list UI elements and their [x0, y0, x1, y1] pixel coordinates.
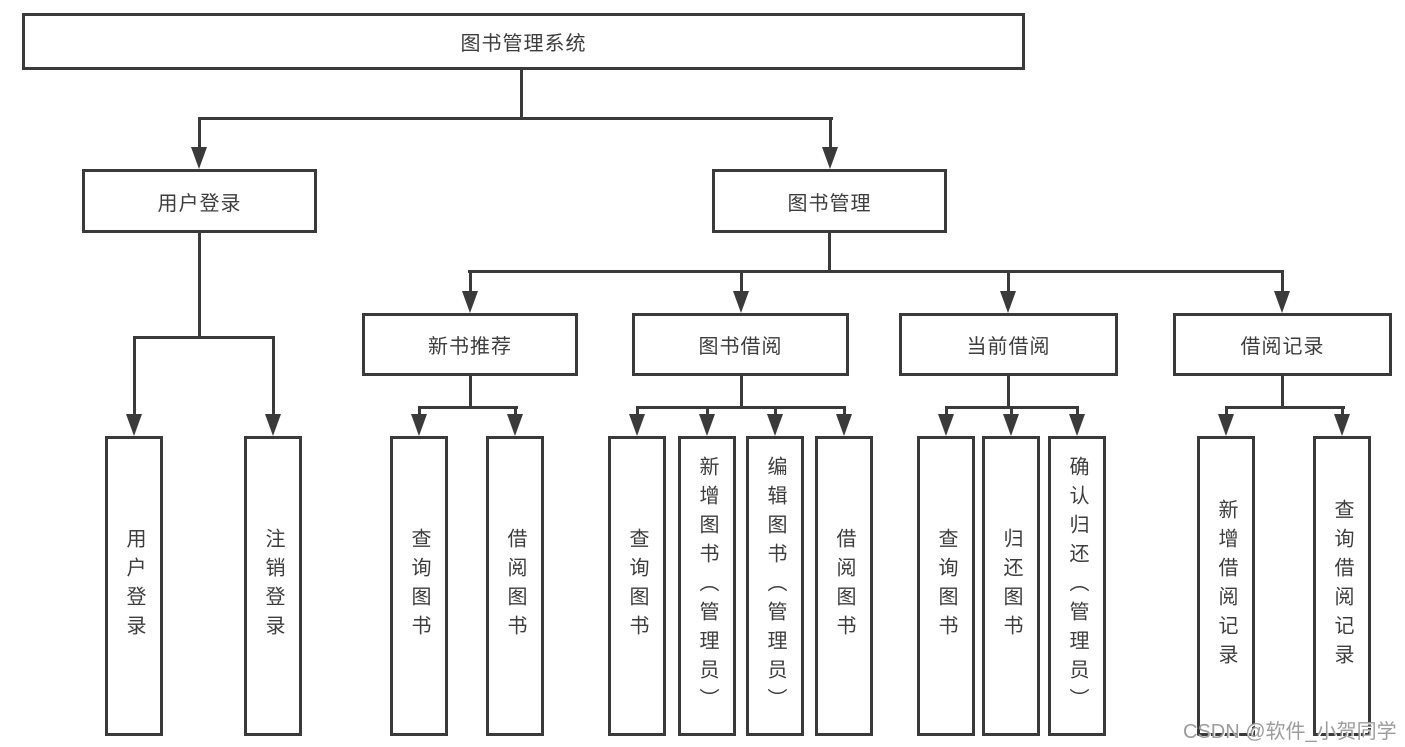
leaf-newbook-search-books: 查询图书 [390, 436, 448, 736]
node-label: 图书管理系统 [460, 33, 587, 55]
connector-currentborrow-drop-3 [1076, 406, 1079, 416]
arrow-down-icon [733, 291, 749, 313]
connector-newbook-drop-1 [418, 406, 421, 416]
leaf-label: 注销登录 [262, 528, 284, 644]
leaf-label: 新增图书（管理员） [696, 455, 718, 717]
arrow-down-icon [1069, 414, 1085, 436]
node-root: 图书管理系统 [22, 13, 1025, 70]
connector-bookmgmt-split [468, 270, 1284, 273]
leaf-borrow-edit-books-admin: 编辑图书（管理员） [746, 436, 804, 736]
connector-bookborrow-stem [740, 376, 743, 409]
leaf-current-return-books: 归还图书 [982, 436, 1040, 736]
connector-bookmgmt-drop-3 [1007, 270, 1010, 293]
leaf-records-add-record: 新增借阅记录 [1197, 436, 1255, 736]
arrow-down-icon [1003, 414, 1019, 436]
connector-bookborrow-drop-4 [843, 406, 846, 416]
node-label: 借阅记录 [1240, 336, 1325, 358]
connector-bookborrow-split [636, 406, 846, 409]
connector-currentborrow-drop-2 [1010, 406, 1013, 416]
leaf-label: 查询借阅记录 [1331, 499, 1353, 673]
arrow-down-icon [1274, 291, 1290, 313]
arrow-down-icon [629, 414, 645, 436]
connector-userlogin-split [133, 336, 275, 339]
connector-borrowrecord-drop-2 [1341, 406, 1344, 416]
arrow-down-icon [767, 414, 783, 436]
node-book-management: 图书管理 [712, 169, 947, 233]
connector-bookmgmt-drop-1 [469, 270, 472, 293]
node-current-borrow: 当前借阅 [899, 313, 1118, 376]
connector-bookmgmt-drop-4 [1281, 270, 1284, 293]
leaf-user-login: 用户登录 [105, 436, 163, 736]
arrow-down-icon [1000, 291, 1016, 313]
node-label: 新书推荐 [428, 336, 512, 358]
leaf-label: 归还图书 [1000, 528, 1022, 644]
arrow-down-icon [1218, 414, 1234, 436]
arrow-down-icon [1334, 414, 1350, 436]
node-borrow-records: 借阅记录 [1173, 313, 1392, 376]
connector-bookborrow-drop-3 [774, 406, 777, 416]
leaf-label: 查询图书 [408, 528, 430, 644]
node-book-borrow: 图书借阅 [632, 313, 849, 376]
connector-bookmgmt-drop-2 [740, 270, 743, 293]
node-label: 用户登录 [157, 192, 242, 215]
connector-userlogin-stem [198, 233, 201, 339]
watermark: CSDN @软件_小贺同学 [1183, 721, 1397, 743]
arrow-down-icon [265, 414, 281, 436]
leaf-label: 查询图书 [935, 528, 957, 644]
connector-bookborrow-drop-1 [636, 406, 639, 416]
connector-bookborrow-drop-2 [706, 406, 709, 416]
leaf-borrow-borrow-books: 借阅图书 [815, 436, 873, 736]
connector-newbook-split [418, 406, 518, 409]
leaf-logout: 注销登录 [244, 436, 302, 736]
arrow-down-icon [836, 414, 852, 436]
leaf-newbook-borrow-books: 借阅图书 [486, 436, 544, 736]
leaf-label: 借阅图书 [504, 528, 526, 644]
arrow-down-icon [126, 414, 142, 436]
leaf-label: 借阅图书 [833, 528, 855, 644]
node-label: 图书管理 [787, 192, 872, 215]
connector-currentborrow-stem [1007, 376, 1010, 409]
connector-userlogin-drop-2 [272, 336, 275, 416]
connector-borrowrecord-drop-1 [1225, 406, 1228, 416]
connector-newbook-stem [469, 376, 472, 409]
node-new-book-recommend: 新书推荐 [362, 313, 578, 376]
node-label: 当前借阅 [966, 336, 1051, 358]
leaf-borrow-add-books-admin: 新增图书（管理员） [678, 436, 736, 736]
leaf-borrow-search-books: 查询图书 [608, 436, 666, 736]
connector-root-split [198, 117, 833, 120]
connector-root-drop-left [198, 117, 201, 149]
connector-bookmgmt-stem [828, 233, 831, 273]
connector-newbook-drop-2 [514, 406, 517, 416]
leaf-label: 确认归还（管理员） [1066, 455, 1088, 717]
node-label: 图书借阅 [698, 336, 783, 358]
leaf-label: 查询图书 [626, 528, 648, 644]
leaf-current-search-books: 查询图书 [917, 436, 975, 736]
arrow-down-icon [507, 414, 523, 436]
connector-currentborrow-drop-1 [945, 406, 948, 416]
connector-root-stem [520, 68, 523, 120]
connector-borrowrecord-stem [1281, 376, 1284, 409]
arrow-down-icon [462, 291, 478, 313]
connector-borrowrecord-split [1225, 406, 1345, 409]
node-user-login: 用户登录 [82, 169, 317, 233]
connector-userlogin-drop-1 [133, 336, 136, 416]
arrow-down-icon [699, 414, 715, 436]
arrow-down-icon [411, 414, 427, 436]
arrow-down-icon [822, 147, 838, 169]
leaf-label: 新增借阅记录 [1215, 499, 1237, 673]
leaf-label: 编辑图书（管理员） [764, 455, 786, 717]
arrow-down-icon [938, 414, 954, 436]
connector-root-drop-right [829, 117, 832, 149]
arrow-down-icon [191, 147, 207, 169]
leaf-records-search-record: 查询借阅记录 [1313, 436, 1371, 736]
leaf-label: 用户登录 [123, 528, 145, 644]
leaf-current-confirm-return-admin: 确认归还（管理员） [1048, 436, 1106, 736]
